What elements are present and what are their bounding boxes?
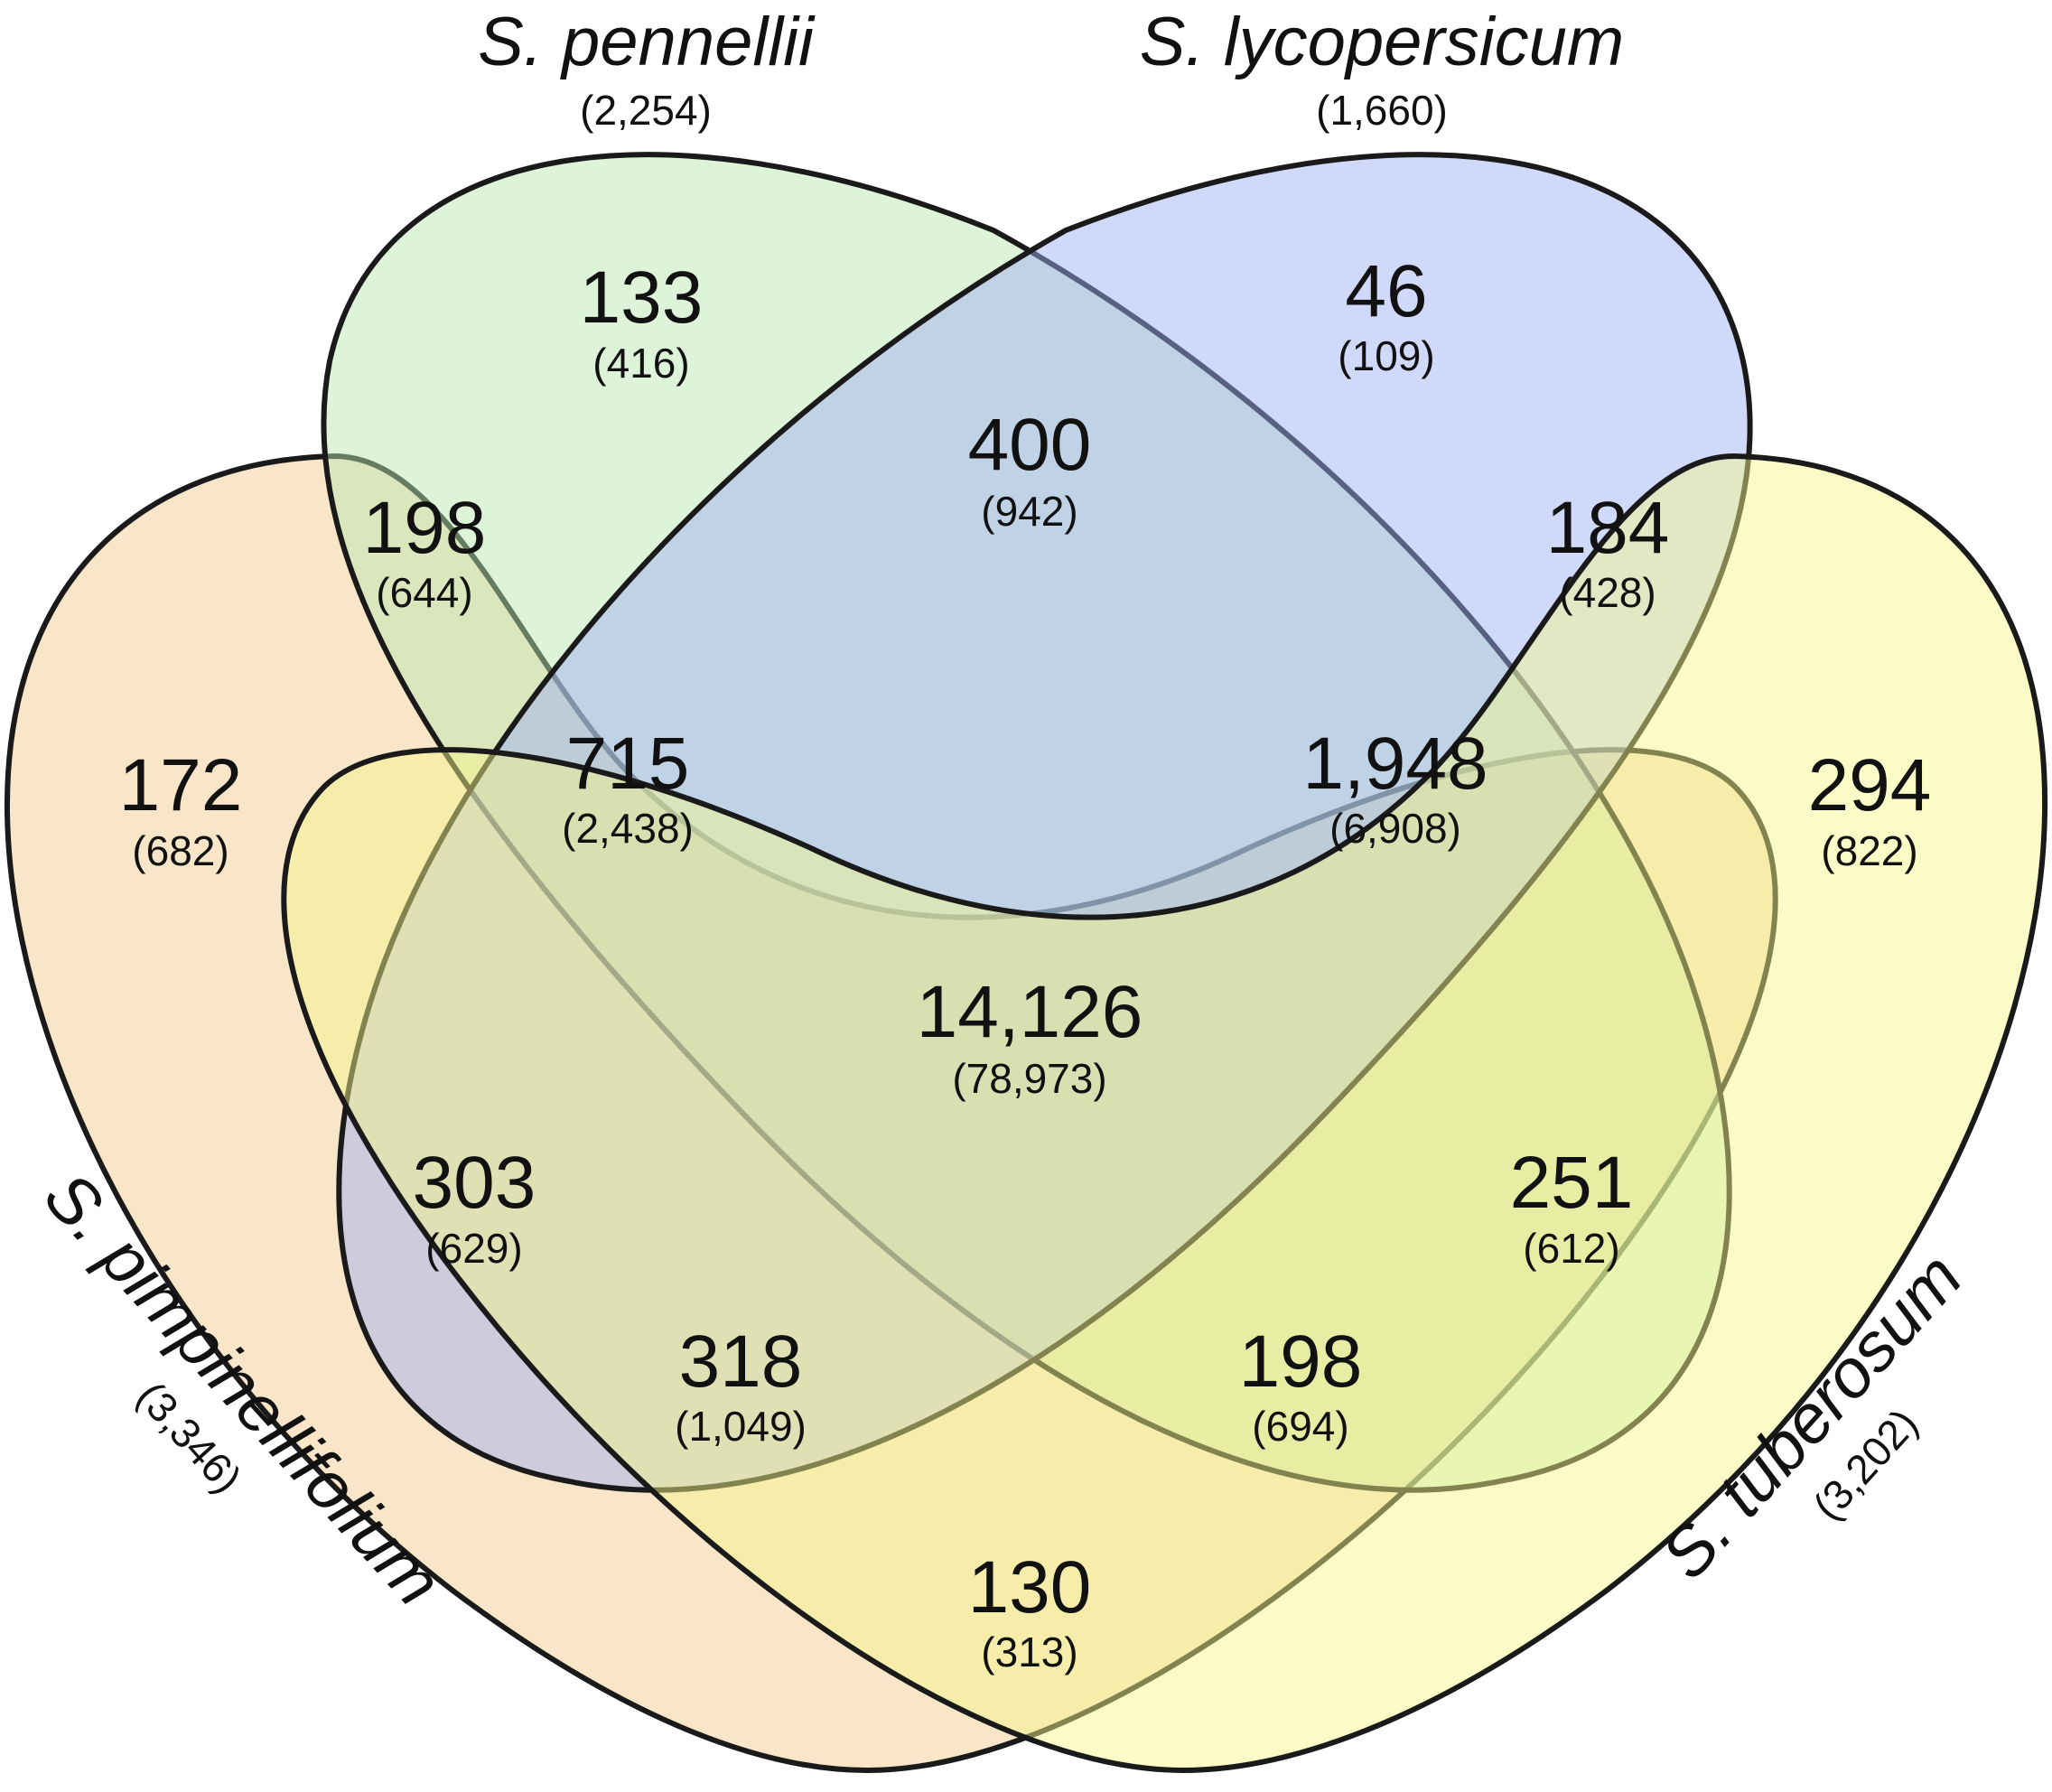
region-subcount: (612) bbox=[1523, 1225, 1619, 1272]
region-count: 46 bbox=[1345, 250, 1427, 332]
set-shapes bbox=[4, 152, 2048, 1774]
region-subcount: (644) bbox=[376, 569, 472, 616]
ellipse-tuberosum bbox=[281, 453, 2048, 1774]
ellipse-pimpinellifolium bbox=[4, 453, 1778, 1774]
region-count: 198 bbox=[363, 487, 487, 569]
region-subcount: (942) bbox=[981, 488, 1077, 535]
set-name-pennellii: S. pennellii bbox=[478, 4, 816, 80]
region-count: 294 bbox=[1808, 744, 1932, 826]
region-count: 400 bbox=[968, 404, 1092, 486]
region-subcount: (1,049) bbox=[675, 1403, 807, 1450]
region-count: 130 bbox=[968, 1546, 1092, 1629]
region-count: 318 bbox=[679, 1321, 803, 1403]
region-count: 14,126 bbox=[917, 971, 1143, 1053]
region-subcount: (694) bbox=[1252, 1403, 1348, 1450]
region-subcount: (109) bbox=[1338, 332, 1434, 379]
region-count: 184 bbox=[1546, 487, 1670, 569]
region-count: 133 bbox=[580, 257, 704, 339]
region-subcount: (428) bbox=[1559, 569, 1656, 616]
set-name-lycopersicum: S. lycopersicum bbox=[1140, 4, 1624, 80]
region-subcount: (629) bbox=[425, 1225, 522, 1272]
region-count: 172 bbox=[119, 744, 243, 826]
ellipse-pennellii bbox=[321, 152, 1732, 1493]
region-subcount: (2,438) bbox=[562, 805, 694, 852]
region-subcount: (822) bbox=[1821, 827, 1917, 874]
set-total-lycopersicum: (1,660) bbox=[1316, 87, 1448, 134]
region-subcount: (313) bbox=[981, 1629, 1077, 1675]
region-subcount: (682) bbox=[132, 827, 229, 874]
set-total-pennellii: (2,254) bbox=[580, 87, 712, 134]
region-subcount: (78,973) bbox=[952, 1055, 1106, 1102]
region-subcount: (6,908) bbox=[1329, 805, 1461, 852]
region-count: 715 bbox=[566, 723, 690, 805]
region-count: 198 bbox=[1239, 1321, 1363, 1403]
region-labels: 172 (682) 133 (416) 46 (109) 294 (822) 1… bbox=[119, 250, 1932, 1675]
ellipse-lycopersicum bbox=[336, 152, 1753, 1493]
region-subcount: (416) bbox=[592, 340, 689, 387]
region-count: 303 bbox=[413, 1142, 536, 1224]
region-count: 251 bbox=[1510, 1142, 1634, 1224]
region-count: 1,948 bbox=[1302, 723, 1488, 805]
